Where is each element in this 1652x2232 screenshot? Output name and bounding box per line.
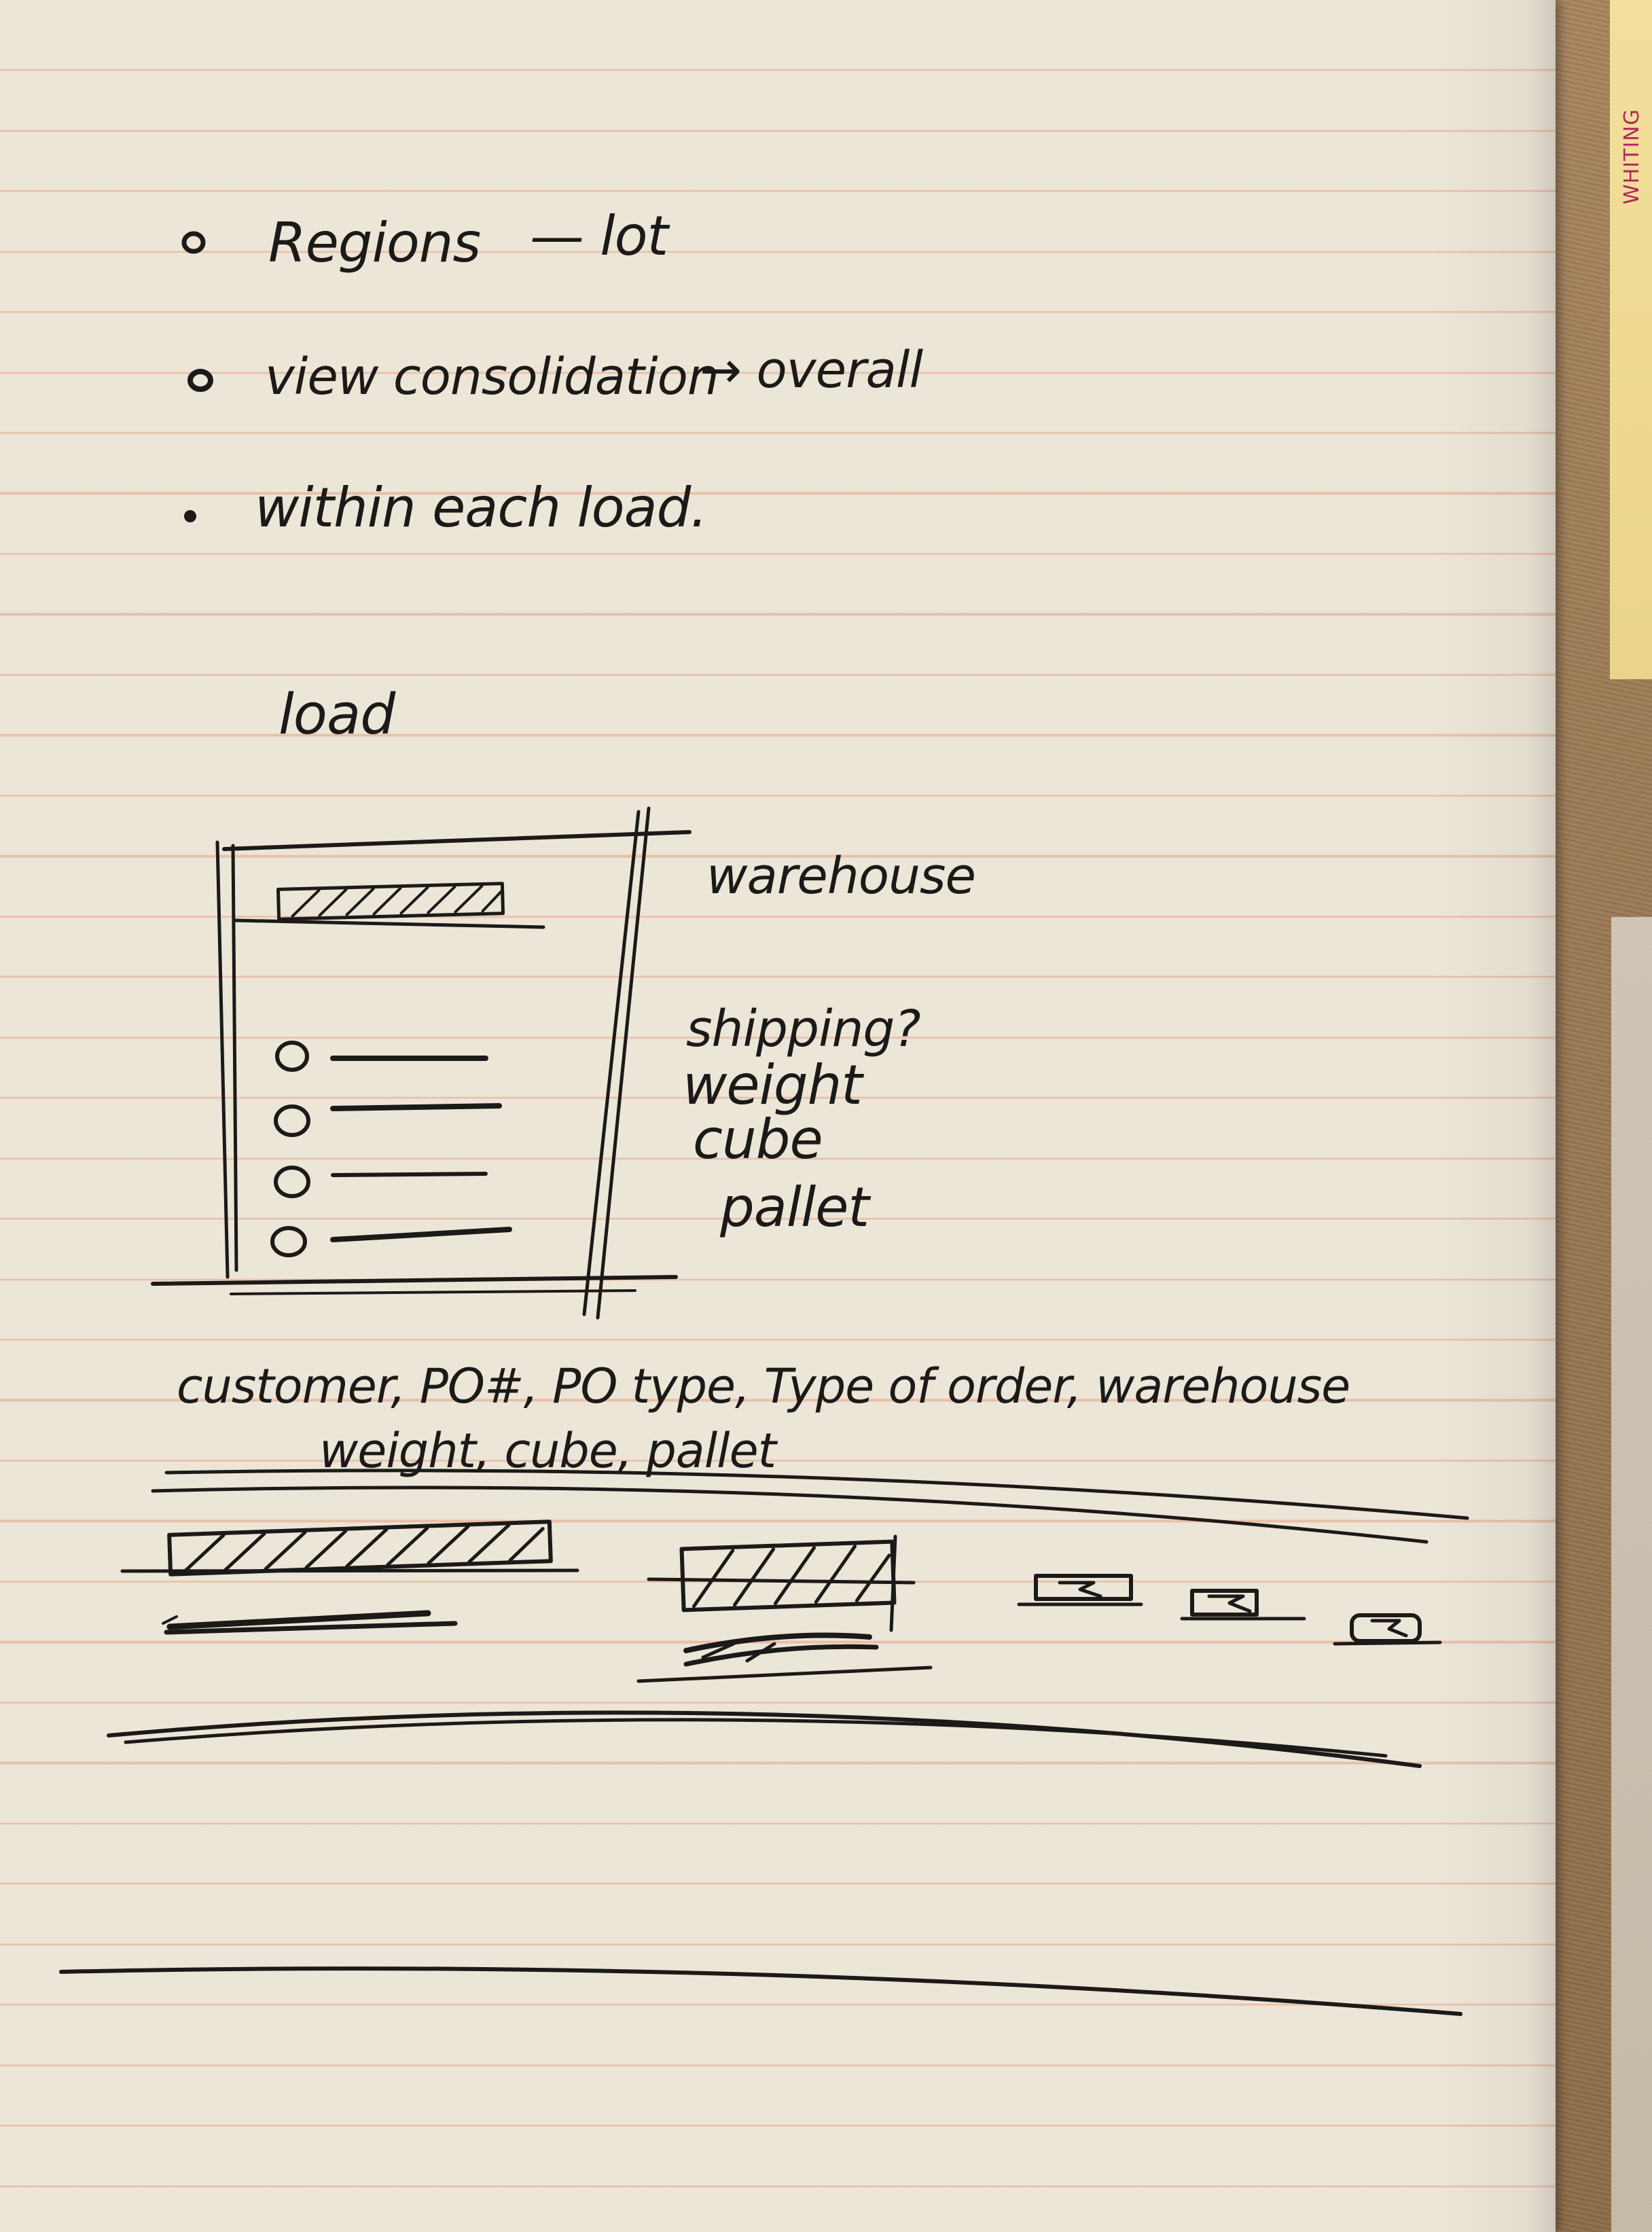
radio-option-icon	[274, 1166, 310, 1198]
bullet-1-suffix: — lot	[530, 204, 670, 268]
bullet-icon	[187, 369, 213, 392]
bullet-list: Regions — lot view consolidation → overa…	[181, 204, 924, 539]
radio-option-icon	[274, 1104, 310, 1137]
radio-option-icon	[275, 1041, 309, 1072]
action-icon	[1017, 1574, 1143, 1606]
label-weight: weight	[683, 1054, 864, 1117]
label-pallet: pallet	[719, 1176, 871, 1239]
bullet-2-text: view consolidation	[265, 348, 719, 406]
bottom-divider-line	[59, 1966, 1462, 2016]
label-shipping: shipping?	[686, 1000, 920, 1058]
wireframe-table-row	[107, 1469, 1469, 1768]
bullet-3-text: within each load.	[255, 476, 707, 539]
action-icon	[1180, 1589, 1306, 1621]
wireframe-load-panel	[151, 806, 692, 1320]
page-edge-shadow	[1528, 0, 1556, 2232]
table-header-line-1: customer, PO#, PO type, Type of order, w…	[177, 1358, 1350, 1414]
label-warehouse: warehouse	[706, 847, 975, 905]
label-cube: cube	[693, 1108, 823, 1171]
notebook-page	[0, 0, 1556, 2232]
sticky-note	[1610, 0, 1652, 679]
sketch-title: load	[279, 683, 396, 747]
plastic-sleeve	[1611, 917, 1652, 2232]
bullet-icon	[181, 231, 206, 254]
bullet-2-suffix: → overall	[700, 341, 923, 399]
action-icon	[1333, 1613, 1442, 1646]
bullet-1-text: Regions	[268, 211, 480, 274]
radio-option-icon	[270, 1226, 307, 1257]
bullet-icon	[184, 510, 196, 522]
